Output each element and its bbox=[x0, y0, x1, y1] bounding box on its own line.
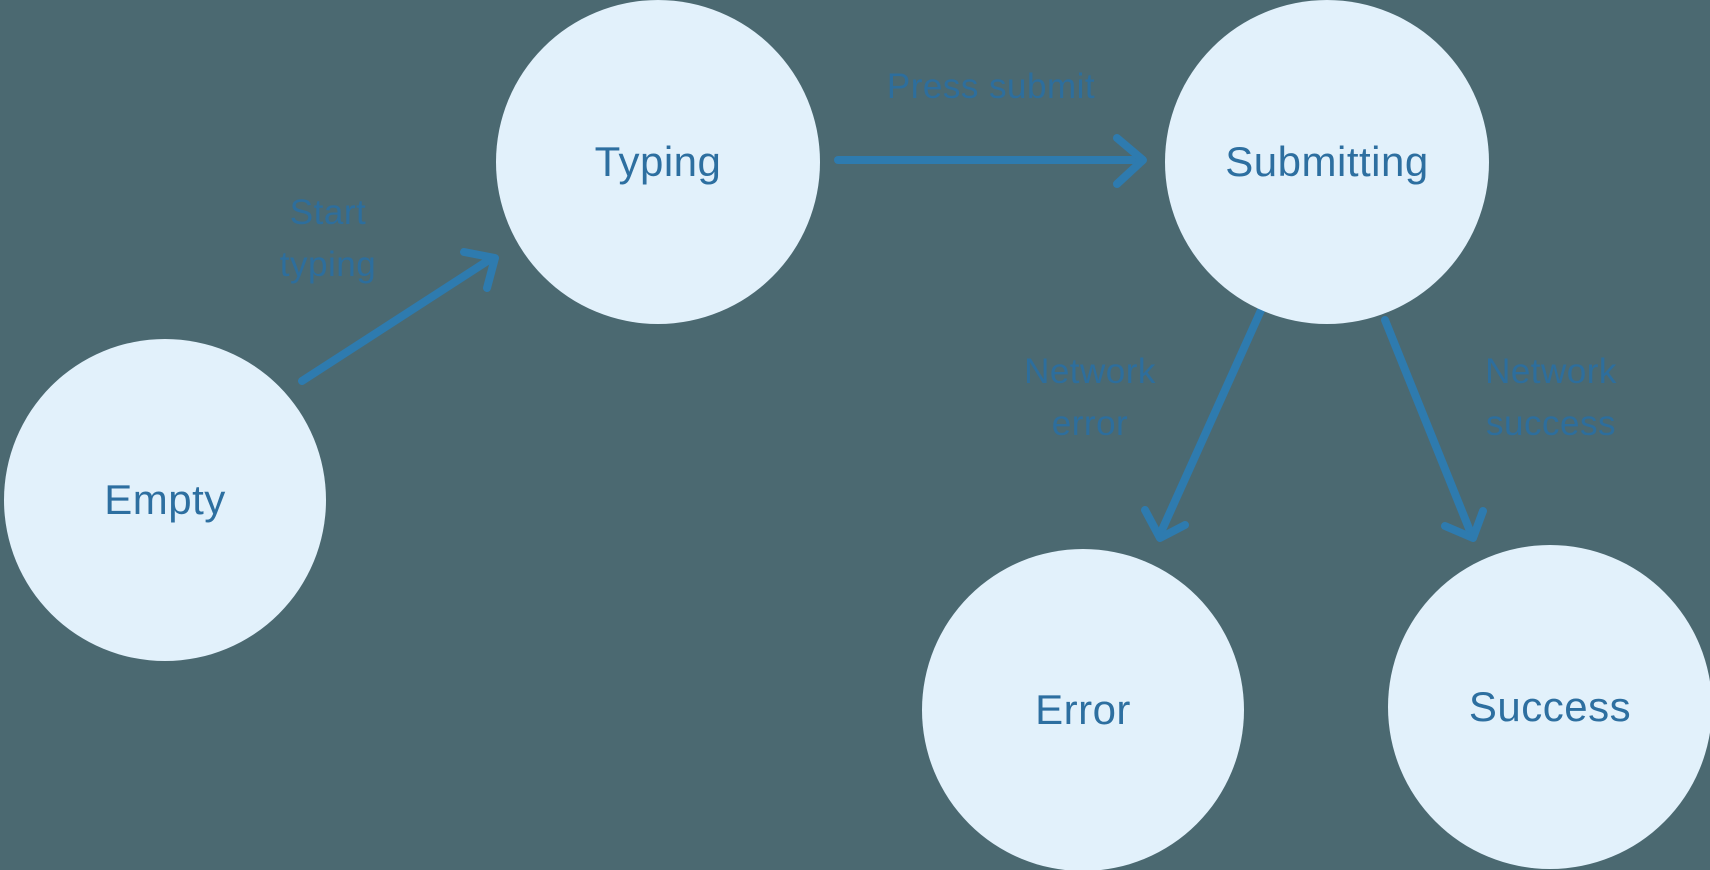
state-node-success: Success bbox=[1388, 545, 1710, 869]
transition-label-press-submit: Press submit bbox=[886, 67, 1096, 106]
state-label-error: Error bbox=[1035, 686, 1131, 733]
state-node-typing: Typing bbox=[496, 0, 820, 324]
state-label-empty: Empty bbox=[104, 476, 226, 523]
arrow-head-icon bbox=[1141, 506, 1189, 542]
state-node-empty: Empty bbox=[4, 339, 326, 661]
transition-label-network-success: Network success bbox=[1485, 352, 1617, 443]
arrow-shaft bbox=[1381, 316, 1474, 535]
transition-label-start-typing: Start typing bbox=[279, 193, 377, 284]
transition-label-network-error: Network error bbox=[1024, 352, 1156, 443]
arrow-head-icon bbox=[1113, 134, 1147, 188]
state-node-error: Error bbox=[922, 549, 1244, 870]
transition-arrow-submitting-to-error bbox=[1141, 304, 1266, 542]
arrow-head-icon bbox=[460, 248, 499, 292]
transition-arrow-submitting-to-success bbox=[1381, 316, 1487, 542]
transition-arrow-typing-to-submitting bbox=[834, 134, 1147, 188]
state-label-typing: Typing bbox=[594, 138, 722, 185]
state-node-submitting: Submitting bbox=[1165, 0, 1489, 324]
arrow-shaft bbox=[1158, 304, 1266, 534]
arrow-head-icon bbox=[1441, 507, 1487, 542]
state-label-submitting: Submitting bbox=[1225, 138, 1429, 185]
state-label-success: Success bbox=[1468, 683, 1632, 730]
